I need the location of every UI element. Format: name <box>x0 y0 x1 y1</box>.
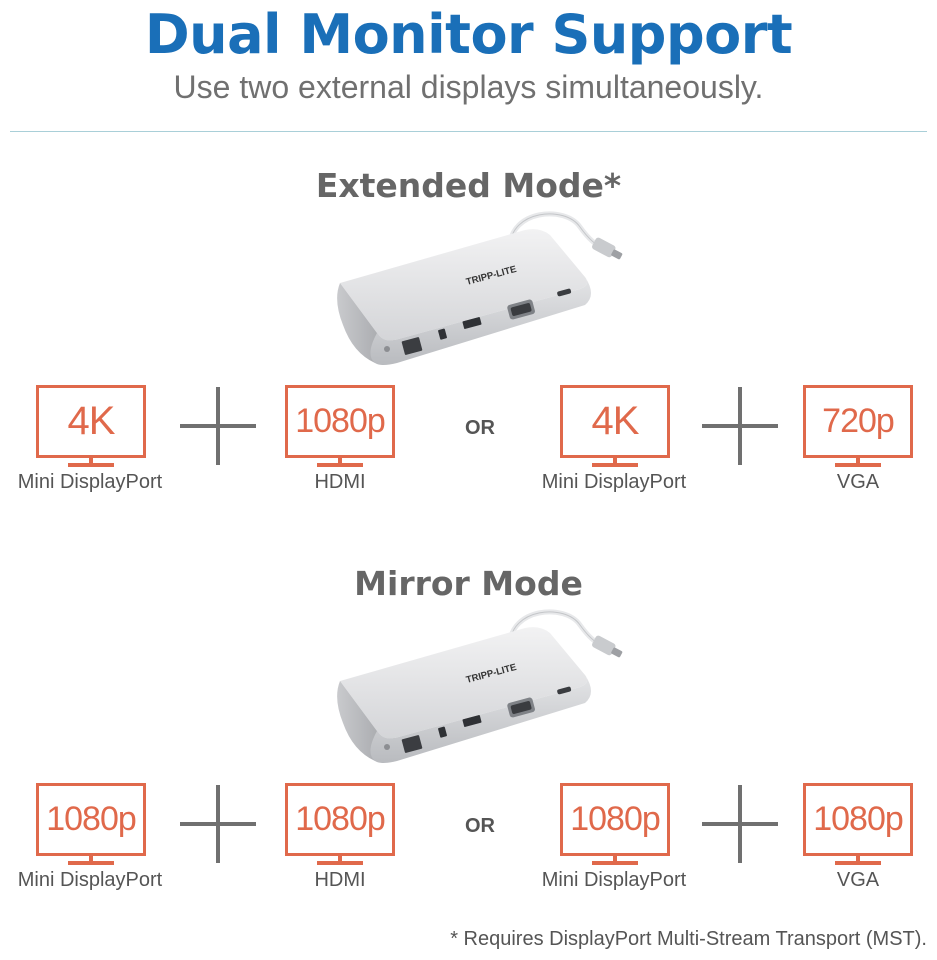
monitor-icon: 1080p <box>36 783 146 865</box>
plus-icon <box>702 785 778 863</box>
monitor-resolution: 1080p <box>285 783 395 856</box>
port-label: Mini DisplayPort <box>17 869 163 891</box>
or-label: OR <box>465 815 495 837</box>
monitor-icon: 1080p <box>560 783 670 865</box>
port-label: VGA <box>836 869 880 891</box>
footnote: * Requires DisplayPort Multi-Stream Tran… <box>450 928 927 950</box>
port-label: Mini DisplayPort <box>17 471 163 493</box>
monitor-resolution: 4K <box>560 385 670 458</box>
monitor-icon: 1080p <box>285 783 395 865</box>
port-label: HDMI <box>314 471 366 493</box>
or-label: OR <box>465 417 495 439</box>
section-title-extended-mode: Extended Mode* <box>315 166 622 205</box>
section-title-mirror-mode: Mirror Mode <box>354 564 583 603</box>
monitor-icon: 720p <box>803 385 913 467</box>
page-subtitle: Use two external displays simultaneously… <box>173 69 764 105</box>
monitor-icon: 4K <box>560 385 670 467</box>
port-label: Mini DisplayPort <box>541 471 687 493</box>
port-label: Mini DisplayPort <box>541 869 687 891</box>
page-title: Dual Monitor Support <box>144 3 793 66</box>
port-label: VGA <box>836 471 880 493</box>
plus-icon <box>180 387 256 465</box>
monitor-resolution: 1080p <box>285 385 395 458</box>
port-label: HDMI <box>314 869 366 891</box>
monitor-resolution: 1080p <box>803 783 913 856</box>
monitor-icon: 1080p <box>803 783 913 865</box>
monitor-resolution: 720p <box>803 385 913 458</box>
monitor-icon: 1080p <box>285 385 395 467</box>
plus-icon <box>180 785 256 863</box>
divider <box>10 131 927 132</box>
monitor-resolution: 1080p <box>560 783 670 856</box>
usb-c-dock-icon: TRIPP-LITE <box>337 609 623 763</box>
plus-icon <box>702 387 778 465</box>
monitor-resolution: 1080p <box>36 783 146 856</box>
monitor-icon: 4K <box>36 385 146 467</box>
usb-c-dock-icon: TRIPP-LITE <box>337 211 623 365</box>
monitor-resolution: 4K <box>36 385 146 458</box>
